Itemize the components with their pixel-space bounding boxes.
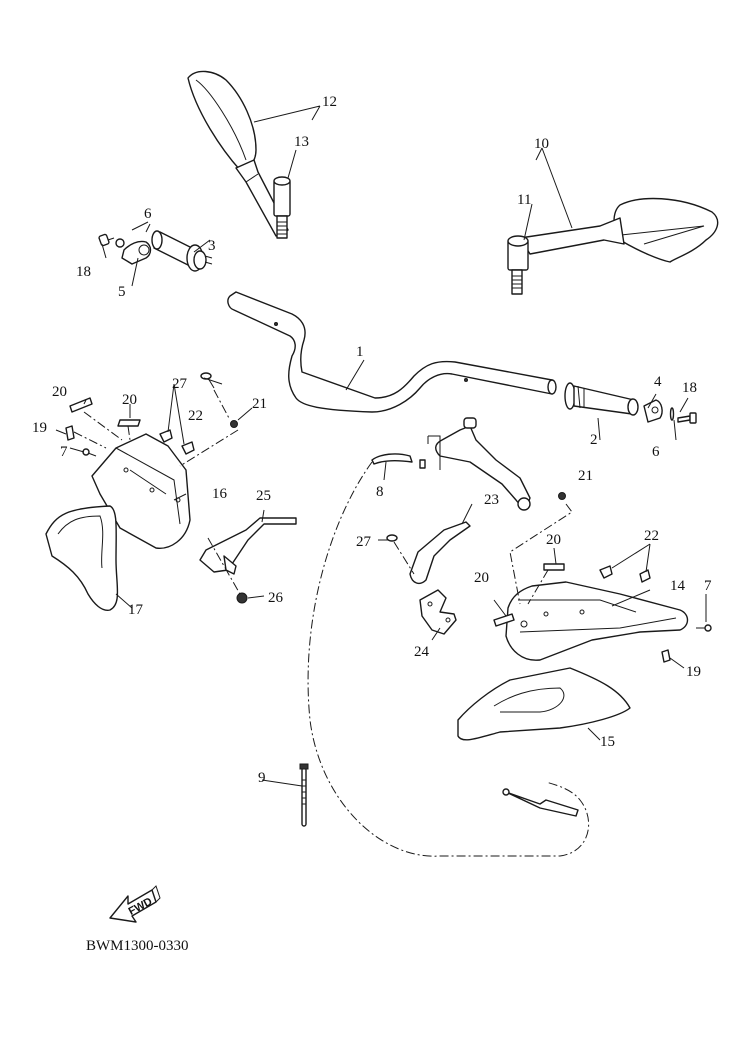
left-mirror	[187, 70, 289, 237]
callout-21: 21	[252, 396, 267, 412]
callout-20: 20	[52, 384, 67, 400]
bracket-plate	[419, 589, 457, 635]
forward-arrow-icon: FWD	[109, 885, 161, 923]
callout-27: 27	[172, 376, 188, 392]
screw	[82, 448, 97, 457]
left-mirror-nut	[273, 176, 291, 239]
right-mirror	[519, 197, 719, 263]
right-grip	[564, 382, 639, 416]
callout-7: 7	[704, 578, 712, 594]
callout-6: 6	[144, 206, 152, 222]
cable-end	[502, 788, 579, 817]
bolt	[98, 233, 115, 247]
assembly-line-bracket	[207, 537, 241, 595]
right-grip-end	[643, 399, 663, 423]
callout-19: 19	[32, 420, 47, 436]
callout-8: 8	[376, 484, 384, 500]
screw	[696, 624, 712, 632]
callout-9: 9	[258, 770, 266, 786]
assembly-line-left	[73, 389, 239, 467]
diagram-code: BWM1300-0330	[86, 938, 189, 954]
callout-13: 13	[294, 134, 309, 150]
left-hand-guard	[91, 433, 191, 549]
right-guard-cover	[457, 667, 631, 741]
damper	[117, 419, 141, 427]
right-hand-guard	[505, 581, 689, 661]
left-grip-end	[121, 240, 152, 265]
callout-24: 24	[414, 644, 430, 660]
callout-26: 26	[268, 590, 284, 606]
grommet	[159, 429, 195, 455]
callout-18: 18	[682, 380, 697, 396]
damper	[543, 563, 565, 571]
callout-12: 12	[322, 94, 337, 110]
handlebar	[227, 291, 557, 413]
callout-2: 2	[590, 432, 598, 448]
callout-19: 19	[686, 664, 701, 680]
fwd-label: FWD	[127, 896, 155, 918]
callout-17: 17	[128, 602, 144, 618]
callout-21: 21	[578, 468, 593, 484]
callout-7: 7	[60, 444, 68, 460]
cable-tie	[299, 763, 309, 827]
leader-lines	[55, 105, 707, 787]
screw	[386, 534, 415, 575]
washer	[115, 238, 125, 248]
washer	[669, 407, 675, 421]
grommet	[599, 565, 651, 583]
callout-4: 4	[654, 374, 662, 390]
left-bracket	[199, 517, 297, 575]
callout-20: 20	[546, 532, 561, 548]
clutch-lever	[427, 417, 531, 511]
left-guard-cover	[45, 505, 119, 611]
callout-22: 22	[188, 408, 203, 424]
callout-3: 3	[208, 238, 216, 254]
callout-1: 1	[356, 344, 364, 360]
callout-22: 22	[644, 528, 659, 544]
nut	[558, 492, 566, 500]
callout-6: 6	[652, 444, 660, 460]
flange-nut	[236, 592, 248, 604]
callout-16: 16	[212, 486, 228, 502]
callout-14: 14	[670, 578, 686, 594]
clutch-cable	[371, 453, 426, 469]
callout-23: 23	[484, 492, 499, 508]
callout-20: 20	[474, 570, 489, 586]
damper	[69, 397, 93, 413]
nut	[230, 420, 238, 428]
left-grip	[151, 230, 213, 272]
right-mirror-nut	[507, 235, 529, 295]
callout-18: 18	[76, 264, 91, 280]
cable-routing-line	[307, 461, 590, 857]
pad	[65, 425, 75, 441]
callout-27: 27	[356, 534, 372, 550]
bolt	[677, 412, 697, 424]
callout-11: 11	[517, 192, 531, 208]
right-bracket	[409, 521, 471, 585]
callout-25: 25	[256, 488, 271, 504]
callout-10: 10	[534, 136, 549, 152]
assembly-line-right	[509, 503, 573, 605]
pad	[661, 649, 671, 663]
callout-20: 20	[122, 392, 137, 408]
callout-15: 15	[600, 734, 615, 750]
callout-5: 5	[118, 284, 126, 300]
